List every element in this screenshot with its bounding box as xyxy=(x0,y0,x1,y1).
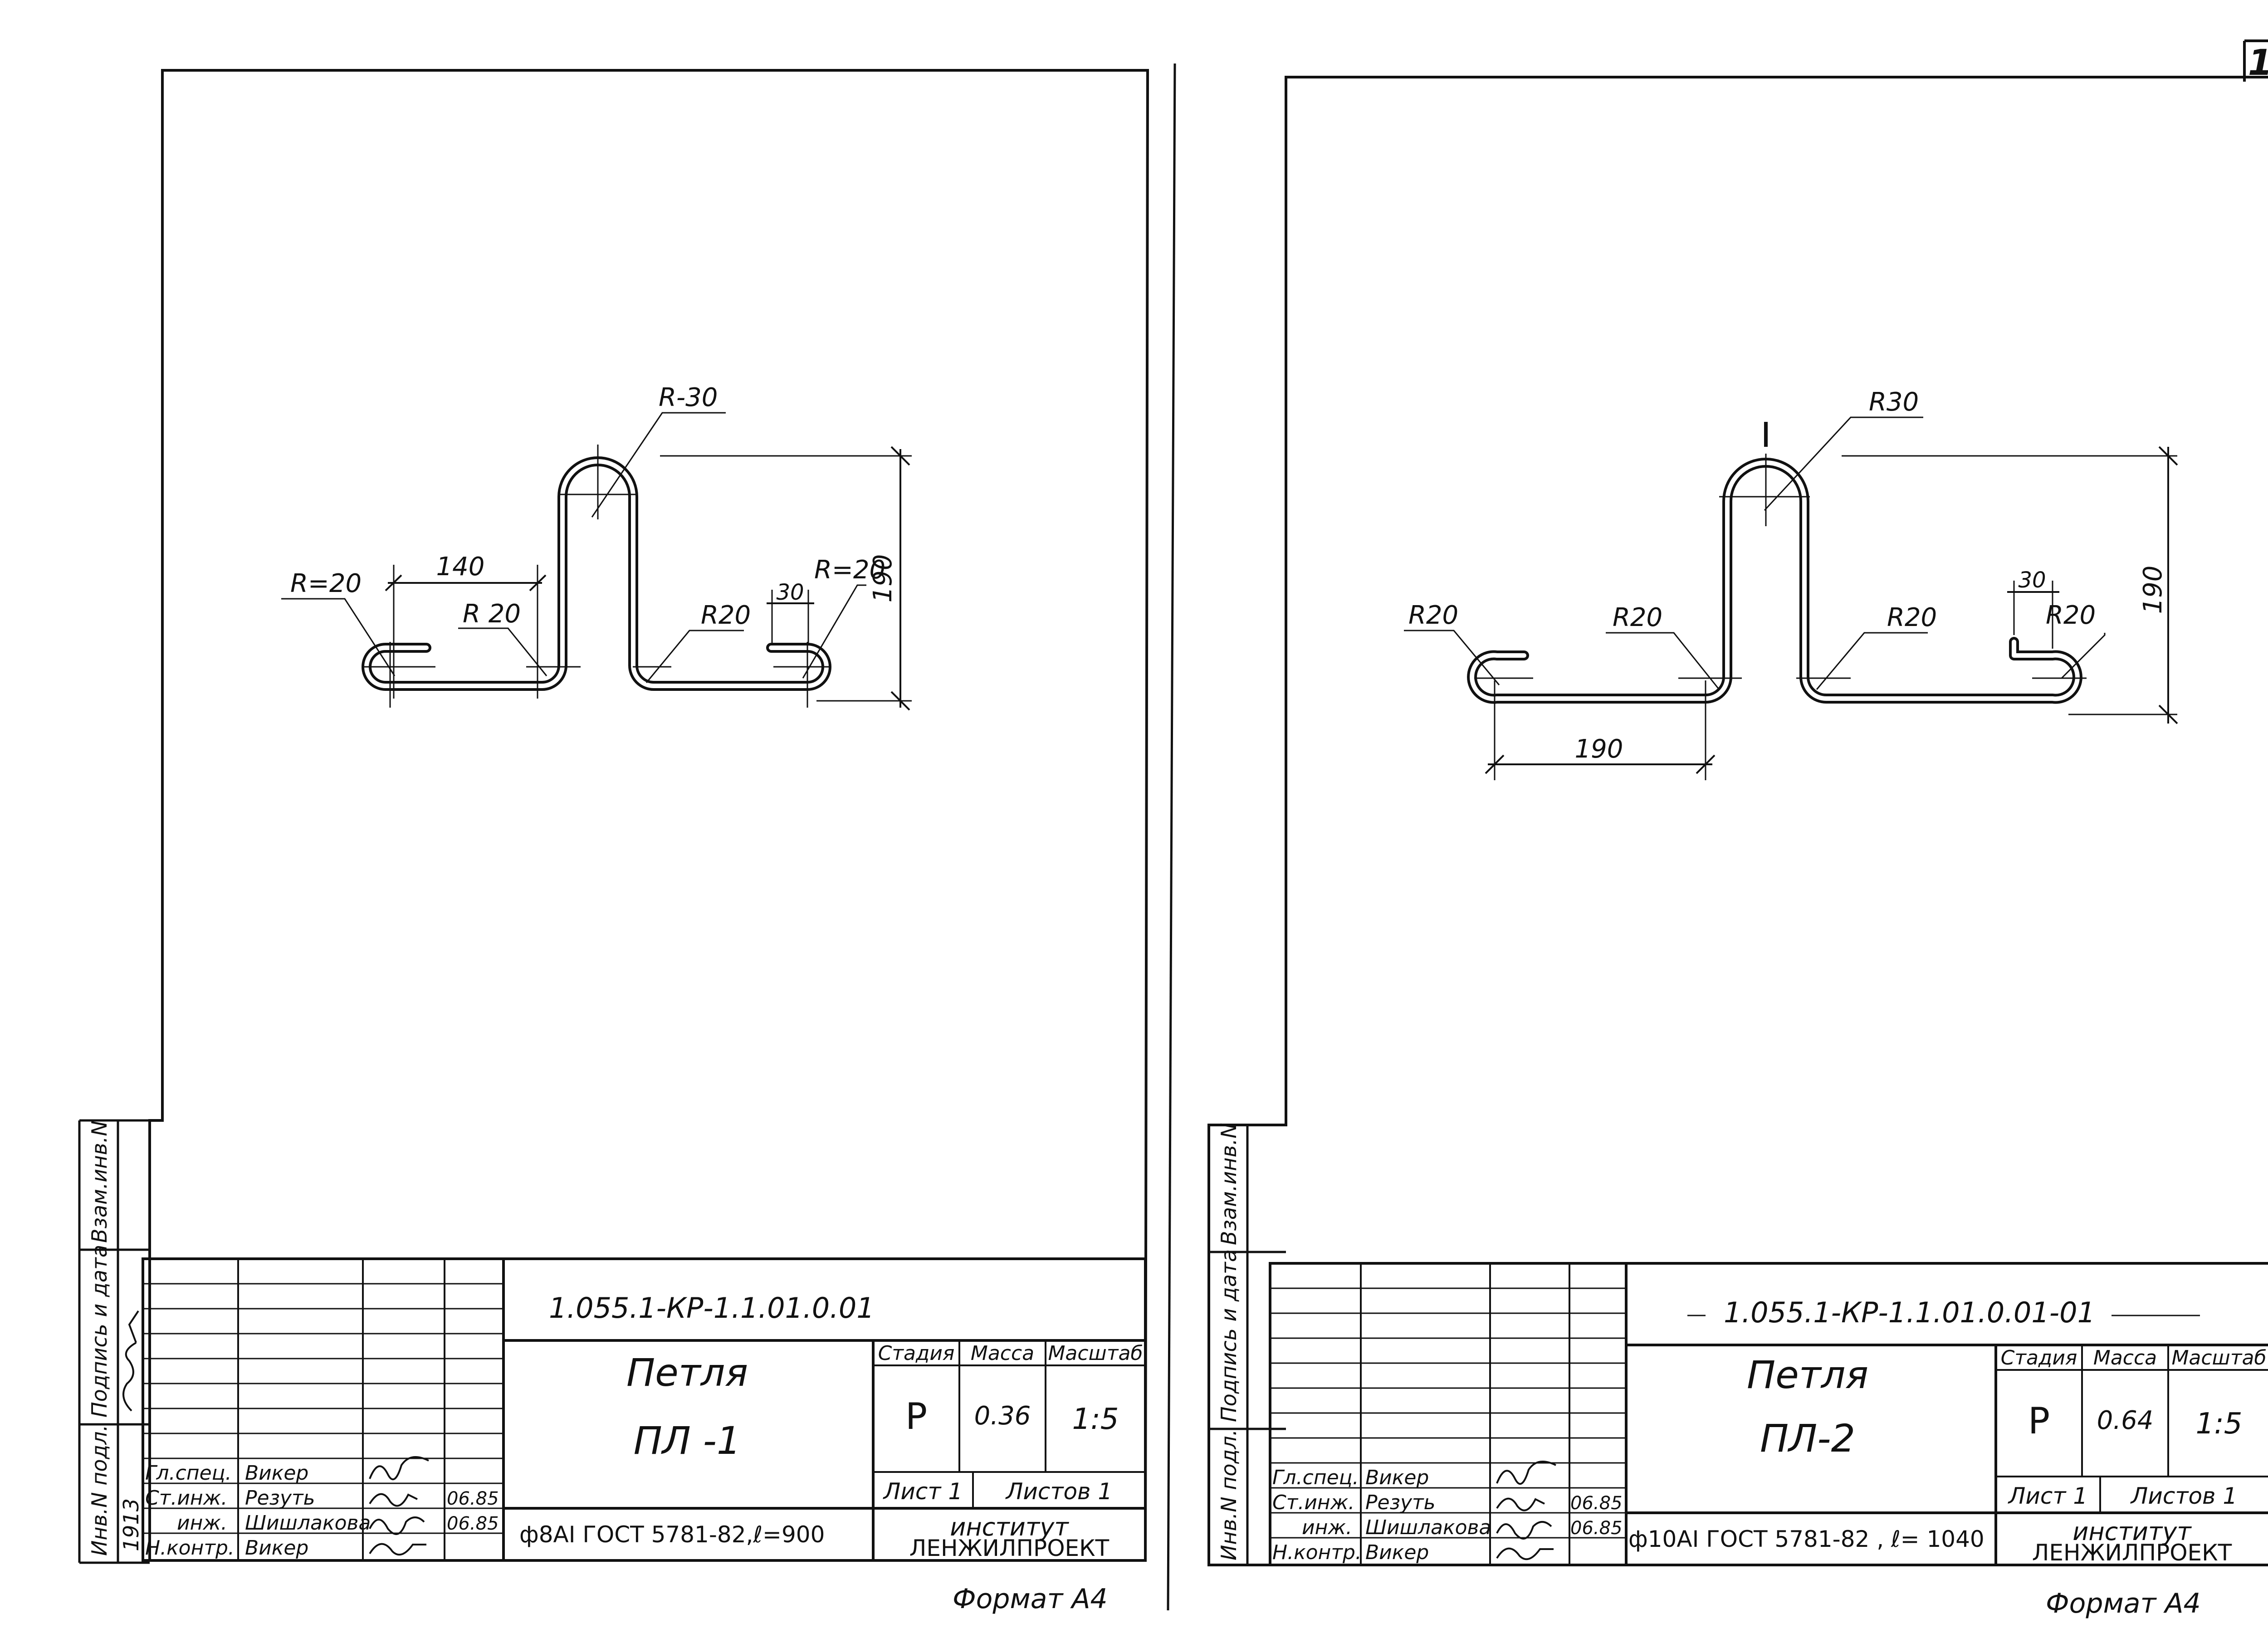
staff-role: Н.контр. xyxy=(1272,1541,1362,1564)
sheet-2-title-block: 1.055.1-КР-1.1.01.0.01-01 Петля ПЛ-2 ф10… xyxy=(1269,1262,2268,1566)
doc-code: 1.055.1-КР-1.1.01.0.01-01 xyxy=(1724,1296,2095,1329)
staff-name: Резуть xyxy=(1365,1491,1436,1514)
mass-value: 0.36 xyxy=(974,1401,1031,1431)
staff-name: Шишлакова xyxy=(1365,1516,1491,1539)
sheet-1: 190 140 30 R-30 R=20 R 20 R20 R=20 xyxy=(78,69,1149,1615)
stage-value: Р xyxy=(905,1395,927,1438)
material-spec: ф8АI ГОСТ 5781-82,ℓ=900 xyxy=(519,1521,825,1548)
dim-r-right: R20 xyxy=(2046,601,2096,630)
staff-role: инж. xyxy=(1302,1516,1352,1539)
scale-label: Масштаб xyxy=(1048,1342,1143,1365)
org-line-1: институт xyxy=(2072,1517,2192,1546)
inv-value: 1913 xyxy=(119,1498,143,1551)
sheet-2: 190 190 30 R30 R20 R20 R20 R20 xyxy=(1207,76,2268,1619)
stage-value: Р xyxy=(2028,1400,2050,1442)
staff-name: Викер xyxy=(245,1536,308,1560)
staff-role: Ст.инж. xyxy=(145,1487,227,1510)
staff-name: Шишлакова xyxy=(245,1511,371,1535)
sheet-2-frame xyxy=(1207,76,2268,1566)
staff-name: Викер xyxy=(1365,1466,1429,1489)
sheet-divider xyxy=(1167,63,1176,1611)
inv-label: Инв.N подл. xyxy=(87,1425,112,1556)
dim-height: 190 xyxy=(2138,566,2168,614)
scale-value: 1:5 xyxy=(2196,1407,2243,1441)
staff-date: 06.85 xyxy=(447,1488,499,1509)
dim-height: 190 xyxy=(868,554,898,603)
staff-date: 06.85 xyxy=(1570,1518,1623,1539)
material-spec: ф10АI ГОСТ 5781-82 , ℓ= 1040 xyxy=(1628,1526,1984,1552)
scale-label: Масштаб xyxy=(2171,1346,2266,1369)
staff-role: Гл.спец. xyxy=(1272,1466,1359,1489)
loop-pl2-drawing: 190 190 30 R30 R20 R20 R20 R20 xyxy=(1404,387,2178,780)
sheet-1-frame xyxy=(148,69,1149,1562)
handwritten-signatures xyxy=(1496,1461,1556,1560)
sheet-1-title-block: 1.055.1-КР-1.1.01.0.01 Петля ПЛ -1 ф8АI … xyxy=(142,1257,1147,1562)
mass-value: 0.64 xyxy=(2097,1406,2154,1435)
dim-r-inner-right: R20 xyxy=(1887,603,1937,632)
dim-r-inner-right: R20 xyxy=(701,601,751,630)
dim-left-length: 190 xyxy=(1575,734,1623,764)
staff-name: Викер xyxy=(245,1462,308,1485)
mass-label: Масса xyxy=(2093,1346,2157,1369)
stage-label: Стадия xyxy=(2001,1346,2077,1369)
title-name: Петля xyxy=(1747,1353,1868,1397)
dim-r-top: R-30 xyxy=(659,383,718,412)
sheet-1-side-stamp: Инв.N подл. Подпись и дата Взам.инв.N 19… xyxy=(78,1119,150,1564)
staff-role: Ст.инж. xyxy=(1272,1491,1354,1514)
format-label: Формат А4 xyxy=(953,1583,1108,1615)
scale-value: 1:5 xyxy=(1072,1403,1119,1436)
staff-date: 06.85 xyxy=(1570,1493,1623,1514)
staff-date: 06.85 xyxy=(447,1513,499,1534)
dim-r-inner-left: R20 xyxy=(1613,603,1662,632)
dim-r-left: R=20 xyxy=(290,569,362,598)
vzam-label: Взам.инв.N xyxy=(1217,1123,1241,1245)
dim-r-right: R=20 xyxy=(814,555,885,585)
side-signature xyxy=(122,1310,139,1412)
dim-hook: 30 xyxy=(2018,567,2046,593)
doc-code: 1.055.1-КР-1.1.01.0.01 xyxy=(549,1291,875,1325)
mass-label: Масса xyxy=(971,1342,1034,1365)
title-mark: ПЛ -1 xyxy=(634,1418,741,1463)
sheet-number: Лист 1 xyxy=(2008,1483,2087,1509)
org-line-1: институт xyxy=(950,1513,1069,1541)
title-name: Петля xyxy=(626,1350,748,1395)
sheet-number: Лист 1 xyxy=(883,1478,963,1505)
loop-pl1-drawing: 190 140 30 R-30 R=20 R 20 R20 R=20 xyxy=(281,383,912,711)
staff-name: Резуть xyxy=(245,1487,315,1510)
org-line-2: ЛЕНЖИЛПРОЕКТ xyxy=(2032,1540,2232,1566)
dim-r-left: R20 xyxy=(1408,601,1458,630)
staff-name: Викер xyxy=(1365,1541,1429,1564)
vzam-label: Взам.инв.N xyxy=(87,1120,112,1243)
dim-r-top: R30 xyxy=(1869,387,1919,417)
sign-label: Подпись и дата xyxy=(87,1245,112,1418)
sheets-total: Листов 1 xyxy=(2130,1483,2237,1509)
dim-r-inner-left: R 20 xyxy=(463,599,521,629)
org-line-2: ЛЕНЖИЛПРОЕКТ xyxy=(909,1535,1110,1561)
format-label: Формат А4 xyxy=(2046,1588,2201,1619)
staff-role: Гл.спец. xyxy=(145,1462,232,1485)
title-mark: ПЛ-2 xyxy=(1760,1416,1855,1461)
stage-label: Стадия xyxy=(878,1342,955,1365)
staff-role: Н.контр. xyxy=(145,1536,235,1560)
sheets-total: Листов 1 xyxy=(1005,1478,1112,1505)
dim-left-length: 140 xyxy=(436,552,485,582)
handwritten-signatures xyxy=(369,1456,429,1556)
dim-hook: 30 xyxy=(776,580,804,605)
inv-label: Инв.N подл. xyxy=(1217,1429,1241,1560)
sheet-2-side-stamp: Инв.N подл. Подпись и дата Взам.инв.N xyxy=(1209,1123,1286,1565)
staff-role: инж. xyxy=(177,1511,227,1535)
sign-label: Подпись и дата xyxy=(1217,1249,1241,1422)
